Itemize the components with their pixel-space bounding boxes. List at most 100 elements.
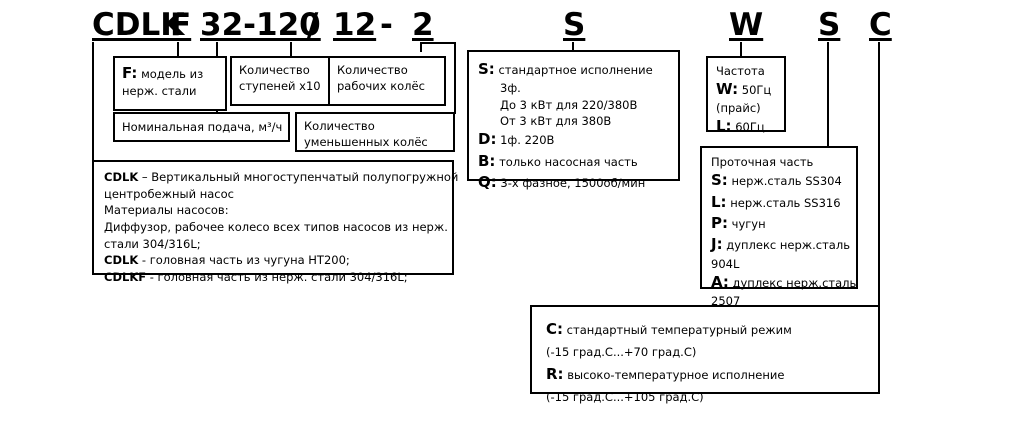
box-line: Количество: [239, 63, 330, 79]
box-line: 2507: [711, 293, 847, 309]
code-segment-cdlk: CDLK: [92, 7, 185, 43]
connector-temperature-stem: [878, 42, 880, 307]
box-key: R:: [546, 365, 564, 384]
box-line: Количество: [304, 119, 446, 135]
code-segment-temperature: C: [869, 7, 892, 43]
box-line: уменьшенных колёс: [304, 135, 446, 151]
box-text: Количество: [337, 63, 408, 77]
box-key: F:: [122, 64, 138, 82]
box-line: Количество: [337, 63, 437, 79]
box-key: L:: [716, 117, 732, 136]
box-flow-part: Проточная часть S: нерж.сталь SS304 L: н…: [700, 146, 858, 308]
box-key: J:: [711, 235, 723, 254]
box-text: - головная часть из нерж. стали 304/316L…: [146, 270, 408, 285]
box-text: (-15 град.С...+105 град.С): [546, 389, 704, 404]
box-stages: Количество ступеней х10: [230, 56, 339, 106]
box-line: Частота: [716, 63, 776, 79]
box-text: Частота: [716, 64, 765, 78]
box-text: стандартное исполнение: [498, 63, 653, 77]
box-text: нерж.сталь SS304: [731, 174, 842, 189]
box-text: рабочих колёс: [337, 78, 425, 93]
box-text: 60Гц: [735, 120, 765, 135]
box-key: A:: [711, 272, 729, 291]
code-segment-frequency: W: [729, 7, 764, 43]
connector-reduced-elbow: [420, 42, 456, 44]
box-line: CDLK - головная часть из чугуна НТ200;: [104, 252, 442, 269]
box-frequency: Частота W: 50Гц (прайс) L: 60Гц: [706, 56, 786, 136]
box-text: нерж. стали: [122, 83, 197, 98]
box-line: 904L: [711, 256, 847, 272]
box-text: До 3 кВт для 220/380В: [500, 97, 638, 112]
box-text: 904L: [711, 256, 740, 271]
box-line: (прайс): [716, 100, 776, 116]
box-line: 3ф.: [478, 80, 669, 96]
box-text: стандартный температурный режим: [566, 323, 792, 337]
box-text: (-15 град.С...+70 град.С): [546, 344, 697, 359]
box-key: CDLKF: [104, 270, 147, 285]
box-line: ступеней х10: [239, 79, 330, 95]
box-text: 2507: [711, 294, 741, 309]
box-key: CDLK: [104, 170, 139, 184]
box-line: CDLKF - головная часть из нерж. стали 30…: [104, 269, 442, 286]
box-text: От 3 кВт для 380В: [500, 113, 612, 128]
box-execution: S: стандартное исполнение 3ф. До 3 кВт д…: [467, 50, 680, 191]
box-reduced-impellers: Количество уменьшенных колёс: [295, 112, 455, 152]
box-key: B:: [478, 151, 496, 170]
connector-f: [177, 42, 179, 56]
connector-flowpart-stem: [827, 42, 829, 148]
box-key: CDLK: [104, 253, 139, 268]
box-line: F: модель из: [122, 63, 218, 84]
connector-cdlk: [92, 42, 94, 160]
box-line: C: стандартный температурный режим: [546, 317, 864, 343]
box-line: D: 1ф. 220В: [478, 129, 669, 150]
box-key: P:: [711, 213, 728, 232]
box-text: Количество: [304, 119, 375, 133]
box-text: Диффузор, рабочее колесо всех типов насо…: [104, 220, 448, 235]
box-line: нерж. стали: [122, 84, 218, 100]
box-line: S: стандартное исполнение: [478, 59, 669, 80]
box-text: чугун: [731, 216, 766, 231]
box-text: 50Гц: [741, 83, 772, 98]
box-text: - головная часть из чугуна НТ200;: [138, 253, 350, 268]
box-text: дуплекс нерж.сталь: [726, 238, 850, 253]
code-segment-dash: -: [380, 7, 393, 43]
box-nominal-flow: Номинальная подача, м³/ч: [113, 112, 290, 142]
box-line: J: дуплекс нерж.сталь: [711, 234, 850, 255]
box-temperature: C: стандартный температурный режим (-15 …: [530, 305, 880, 404]
code-segment-flowpart: S: [818, 7, 841, 43]
box-line: центробежный насос: [104, 186, 442, 203]
box-line: Проточная часть: [711, 154, 847, 170]
box-line: стали 304/316L;: [104, 236, 442, 253]
box-text: 3-х фазное, 1500об/мин: [500, 175, 646, 190]
box-text: Количество: [239, 63, 310, 77]
connector-stages: [290, 42, 292, 56]
box-key: D:: [478, 130, 497, 149]
box-cdlk-description: CDLK – Вертикальный многоступенчатый пол…: [92, 160, 458, 284]
box-line: Материалы насосов:: [104, 202, 442, 219]
box-key: S:: [478, 60, 495, 78]
box-text: – Вертикальный многоступенчатый полупогр…: [138, 170, 459, 184]
code-segment-reduced: 2: [412, 7, 434, 43]
code-segment-stages: 12: [333, 7, 377, 43]
box-line: От 3 кВт для 380В: [478, 113, 669, 129]
box-key: S:: [711, 171, 728, 190]
box-text: стали 304/316L;: [104, 236, 201, 251]
box-line: B: только насосная часть: [478, 151, 669, 172]
box-line: До 3 кВт для 220/380В: [478, 97, 669, 113]
box-text: 3ф.: [500, 81, 521, 96]
box-line: W: 50Гц: [716, 79, 776, 100]
box-key: L:: [711, 192, 727, 211]
code-segment-flow: 32-120: [200, 7, 321, 43]
box-text: (прайс): [716, 101, 761, 116]
connector-execution: [572, 42, 574, 50]
box-text: центробежный насос: [104, 186, 234, 201]
box-line: (-15 град.С...+70 град.С): [546, 343, 864, 363]
box-text: модель из: [137, 67, 204, 81]
box-text: только насосная часть: [499, 154, 638, 169]
box-text: уменьшенных колёс: [304, 134, 428, 149]
box-text: ступеней х10: [239, 78, 321, 93]
box-line: (-15 град.С...+105 град.С): [546, 388, 864, 408]
box-text: Номинальная подача, м³/ч: [122, 120, 283, 134]
connector-reduced-stem: [420, 42, 422, 52]
